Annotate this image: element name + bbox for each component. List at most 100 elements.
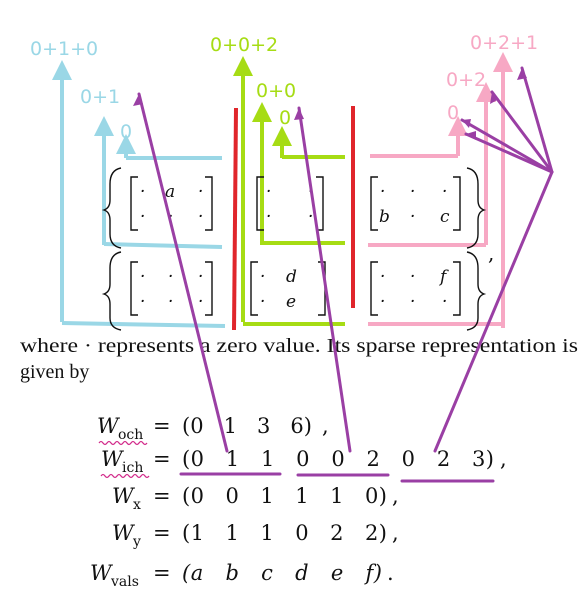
purple-arrowhead-left	[133, 94, 143, 106]
cell-tr-4: ·	[410, 207, 415, 227]
cell-tm-3: ·	[308, 207, 313, 227]
bracket-br-right	[453, 261, 461, 316]
bracket-bl-right	[205, 261, 213, 316]
prose-line-2: given by	[20, 361, 89, 383]
eq-och-tail: ,	[322, 414, 329, 438]
cell-bl-0: ·	[140, 267, 145, 287]
brace-bottom-right	[466, 251, 487, 331]
eq-y-tail: ,	[392, 521, 399, 545]
squiggle-och	[98, 440, 148, 446]
eq-vals-eq: =	[153, 561, 171, 585]
cell-br-2: f	[438, 267, 449, 287]
bracket-bm-left	[250, 261, 258, 316]
cell-br-4: ·	[410, 292, 415, 312]
green-label-outer: 0+0+2	[210, 34, 278, 56]
cyan-baseline-middle	[103, 242, 223, 249]
cell-tr-0: ·	[380, 182, 385, 202]
equation-och: W och = (0 1 3 6) ,	[97, 414, 329, 443]
cell-bl-4: ·	[168, 292, 173, 312]
eq-x-tail: ,	[392, 484, 399, 508]
cell-tm-0: ·	[266, 182, 271, 202]
eq-och-sub: och	[118, 427, 143, 443]
eq-vals-W: W	[90, 561, 114, 585]
bracket-tr-right	[453, 176, 461, 231]
green-label-middle: 0+0	[256, 80, 296, 102]
cyan-label-outer: 0+1+0	[30, 38, 98, 60]
equation-vals: W vals = (a b c d e f) .	[90, 561, 394, 590]
cell-br-1: ·	[410, 267, 415, 287]
bracket-tl-left	[130, 176, 138, 231]
green-label-inner: 0	[279, 107, 291, 129]
eq-x-eq: =	[153, 484, 171, 508]
eq-x-vals: (0 0 1 1 1 0)	[182, 484, 387, 508]
bracket-tm-left	[256, 176, 264, 231]
cell-bm-2: ·	[260, 292, 265, 312]
eq-y-eq: =	[153, 521, 171, 545]
purple-annotation-group	[137, 66, 554, 483]
equation-y: W y = (1 1 1 0 2 2) ,	[112, 521, 399, 550]
brace-bottom-left	[101, 251, 122, 331]
cell-tl-0: ·	[140, 182, 145, 202]
purple-pointer-middle	[297, 106, 352, 453]
brace-top-left	[101, 167, 122, 249]
cyan-annotation-group	[52, 60, 226, 328]
cell-tl-3: ·	[140, 207, 145, 227]
bracket-bl-left	[130, 261, 138, 316]
purple-arrowhead-fan-4	[466, 131, 476, 140]
purple-arrowhead-middle	[294, 108, 304, 120]
eq-vals-vals: (a b c d e f)	[182, 561, 382, 585]
eq-vals-tail: .	[387, 561, 394, 585]
cyan-baseline-outer	[61, 321, 226, 328]
eq-ich-W: W	[101, 447, 125, 471]
purple-pointer-left	[137, 92, 229, 453]
bracket-tr-left	[370, 176, 378, 231]
eq-ich-sub: ich	[122, 460, 143, 476]
cell-tr-1: ·	[410, 182, 415, 202]
eq-vals-sub: vals	[110, 574, 139, 590]
pink-label-middle: 0+2	[446, 69, 486, 91]
eq-y-W: W	[112, 521, 136, 545]
purple-pointer-right	[433, 170, 554, 453]
purple-fan-1	[520, 66, 554, 174]
cell-bl-1: ·	[168, 267, 173, 287]
bracket-br-left	[370, 261, 378, 316]
purple-fan-4	[464, 132, 554, 174]
equation-ich: W ich = (0 1 1 0 0 2 0 2 3) ,	[101, 447, 507, 476]
cell-tl-2: ·	[198, 182, 203, 202]
bracket-tm-right	[316, 176, 324, 231]
eq-x-W: W	[112, 484, 136, 508]
purple-fan-2	[490, 90, 554, 174]
bracket-tl-right	[205, 176, 213, 231]
matrix-trailing-comma: ,	[488, 241, 494, 265]
eq-ich-vals: (0 1 1 0 0 2 0 2 3)	[182, 447, 494, 471]
cell-tm-2: ·	[266, 207, 271, 227]
block-matrix	[101, 167, 487, 331]
eq-och-eq: =	[153, 414, 171, 438]
prose-line-1: where · represents a zero value. Its spa…	[20, 335, 578, 357]
eq-ich-tail: ,	[500, 447, 507, 471]
eq-ich-eq: =	[153, 447, 171, 471]
cell-tl-1: a	[165, 182, 175, 202]
cell-bl-3: ·	[140, 292, 145, 312]
purple-arrowhead-fan-1	[517, 68, 527, 80]
pink-annotation-group	[368, 52, 513, 328]
eq-y-vals: (1 1 1 0 2 2)	[182, 521, 387, 545]
green-annotation-group	[233, 56, 345, 326]
pink-label-inner: 0	[447, 102, 459, 124]
cell-tr-2: ·	[442, 182, 447, 202]
cyan-label-inner: 0	[120, 121, 132, 143]
cell-bm-3: e	[286, 292, 296, 312]
cell-bl-5: ·	[198, 292, 203, 312]
cyan-label-middle: 0+1	[80, 86, 120, 108]
cell-bm-0: ·	[260, 267, 265, 287]
pink-label-outer: 0+2+1	[470, 32, 538, 54]
squiggle-ich	[100, 473, 150, 479]
cell-br-0: ·	[380, 267, 385, 287]
cell-br-3: ·	[380, 292, 385, 312]
brace-top-right	[466, 167, 487, 249]
purple-arrowhead-fan-2	[490, 92, 499, 104]
cell-tl-5: ·	[198, 207, 203, 227]
red-separator-left	[232, 107, 238, 331]
cell-bm-1: d	[286, 267, 297, 287]
